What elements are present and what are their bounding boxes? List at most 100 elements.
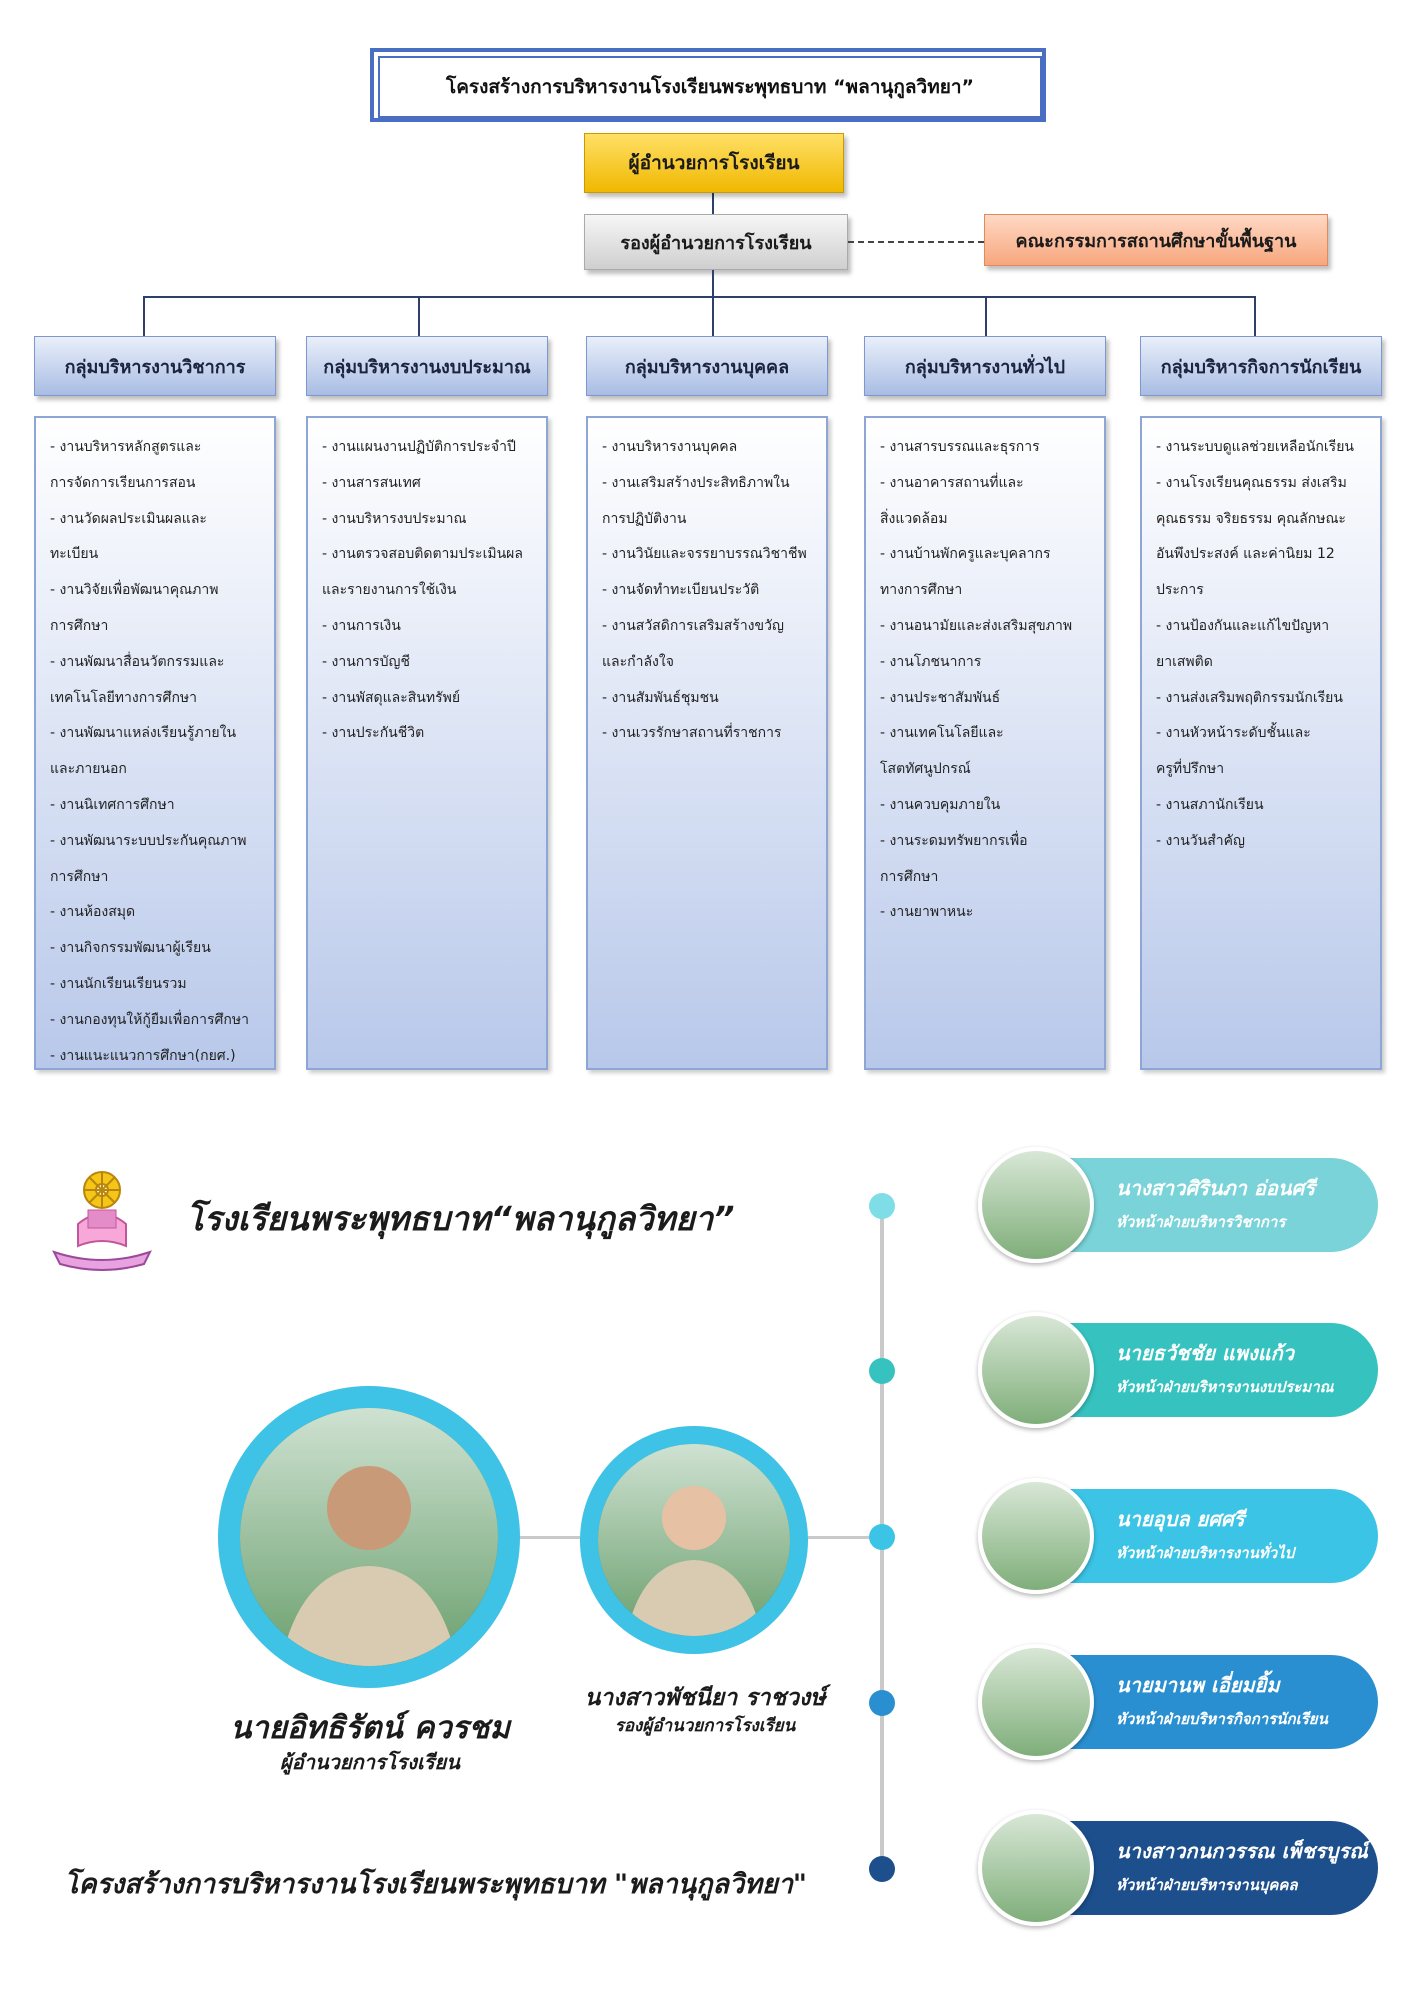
list-item: อันพึงประสงค์ และค่านิยม 12 xyxy=(1156,546,1335,563)
deputy-name: นางสาวพัชนียา ราชวงษ์ xyxy=(584,1685,826,1711)
list-item: - งานควบคุมภายใน xyxy=(880,796,1001,813)
list-item: - งานระดมทรัพยากรเพื่อ xyxy=(880,832,1028,849)
group-list-general: - งานสารบรรณและธุรการ - งานอาคารสถานที่แ… xyxy=(864,416,1106,1070)
committee-box: คณะกรรมการสถานศึกษาขั้นพื้นฐาน xyxy=(984,214,1328,266)
dharma-wheel-icon xyxy=(52,1171,152,1271)
list-item: ครูที่ปรึกษา xyxy=(1156,761,1225,778)
head-card-budget: นายธวัชชัย แพงแก้ว หัวหน้าฝ่ายบริหารงานง… xyxy=(1036,1323,1378,1417)
list-item: ทะเบียน xyxy=(50,546,99,563)
connector-group-3 xyxy=(712,296,714,336)
list-item: - งานวันสำคัญ xyxy=(1156,832,1245,849)
director-role: ผู้อำนวยการโรงเรียน xyxy=(280,1750,460,1774)
connector-group-2 xyxy=(418,296,420,336)
list-item: - งานประชาสัมพันธ์ xyxy=(880,689,1001,706)
school-logo xyxy=(48,1164,156,1272)
list-item: - งานแนะแนวการศึกษา(กยศ.) xyxy=(50,1047,236,1064)
list-item: - งานเทคโนโลยีและ xyxy=(880,725,1004,742)
list-item: - งานโรงเรียนคุณธรรม ส่งเสริม xyxy=(1156,474,1347,491)
list-item: และกำลังใจ xyxy=(602,653,674,670)
group-header-student-affairs: กลุ่มบริหารกิจการนักเรียน xyxy=(1140,336,1382,396)
connector-group-5 xyxy=(1254,296,1256,336)
head-name: นายมานพ เอี่ยมยิ้ม xyxy=(1116,1673,1280,1697)
list-item: - งานบ้านพักครูและบุคลากร xyxy=(880,546,1051,563)
list-item: - งานระบบดูแลช่วยเหลือนักเรียน xyxy=(1156,439,1354,455)
list-item: - งานหัวหน้าระดับชั้นและ xyxy=(1156,725,1311,742)
director-box: ผู้อำนวยการโรงเรียน xyxy=(584,133,844,193)
list-item: - งานสภานักเรียน xyxy=(1156,796,1264,813)
list-item: - งานนิเทศการศึกษา xyxy=(50,796,175,813)
timeline-dot-3 xyxy=(869,1524,895,1550)
list-item: - งานเสริมสร้างประสิทธิภาพใน xyxy=(602,474,790,491)
head-role: หัวหน้าฝ่ายบริหารงานบุคคล xyxy=(1116,1876,1298,1894)
list-item: - งานสัมพันธ์ชุมชน xyxy=(602,689,719,706)
footer-title: โครงสร้างการบริหารงานโรงเรียนพระพุทธบาท … xyxy=(64,1869,807,1900)
connector-deputy-timeline xyxy=(806,1536,882,1539)
group-list-budget: - งานแผนงานปฏิบัติการประจำปี - งานสารสนเ… xyxy=(306,416,548,1070)
list-item: - งานแผนงานปฏิบัติการประจำปี xyxy=(322,439,516,455)
group-header-personnel: กลุ่มบริหารงานบุคคล xyxy=(586,336,828,396)
head-role: หัวหน้าฝ่ายบริหารงานงบประมาณ xyxy=(1116,1378,1334,1396)
list-item: - งานบริหารงานบุคคล xyxy=(602,439,738,455)
list-item: - งานตรวจสอบติดตามประเมินผล xyxy=(322,546,523,563)
list-item: - งานการเงิน xyxy=(322,617,401,634)
group-header-academic: กลุ่มบริหารงานวิชาการ xyxy=(34,336,276,396)
connector-horizontal-bus xyxy=(143,296,1255,298)
school-name: โรงเรียนพระพุทธบาท“พลานุกูลวิทยา” xyxy=(186,1199,735,1238)
deputy-photo-frame xyxy=(580,1426,808,1654)
list-item: ประการ xyxy=(1156,582,1204,599)
list-item: - งานบริหารหลักสูตรและ xyxy=(50,439,202,455)
list-item: การศึกษา xyxy=(880,868,939,885)
list-item: - งานจัดทำทะเบียนประวัติ xyxy=(602,582,760,599)
list-item: และรายงานการใช้เงิน xyxy=(322,582,457,599)
head-photo-general xyxy=(978,1478,1094,1594)
director-photo-frame xyxy=(218,1386,520,1688)
list-item: - งานยาพาหนะ xyxy=(880,904,974,921)
timeline-dot-2 xyxy=(869,1358,895,1384)
list-item: - งานวินัยและจรรยาบรรณวิชาชีพ xyxy=(602,546,807,563)
list-item: - งานสารบรรณและธุรการ xyxy=(880,439,1040,455)
group-header-general: กลุ่มบริหารงานทั่วไป xyxy=(864,336,1106,396)
list-item: - งานสารสนเทศ xyxy=(322,474,421,491)
group-list-personnel: - งานบริหารงานบุคคล - งานเสริมสร้างประสิ… xyxy=(586,416,828,1070)
list-item: - งานประกันชีวิต xyxy=(322,725,425,742)
deputy-box: รองผู้อำนวยการโรงเรียน xyxy=(584,214,848,270)
list-item: - งานอนามัยและส่งเสริมสุขภาพ xyxy=(880,617,1073,634)
list-item: และภายนอก xyxy=(50,761,127,778)
list-item: - งานเวรรักษาสถานที่ราชการ xyxy=(602,725,782,742)
list-item: คุณธรรม จริยธรรม คุณลักษณะ xyxy=(1156,510,1346,527)
list-item: - งานกองทุนให้กู้ยืมเพื่อการศึกษา xyxy=(50,1011,249,1028)
connector-director-deputy xyxy=(712,193,714,214)
list-item: - งานพัสดุและสินทรัพย์ xyxy=(322,689,461,706)
group-header-budget: กลุ่มบริหารงานงบประมาณ xyxy=(306,336,548,396)
list-item: - งานป้องกันและแก้ไขปัญหา xyxy=(1156,617,1330,634)
list-item: - งานวิจัยเพื่อพัฒนาคุณภาพ xyxy=(50,582,219,599)
head-photo-student-affairs xyxy=(978,1644,1094,1760)
list-item: เทคโนโลยีทางการศึกษา xyxy=(50,689,198,706)
head-name: นางสาวศิรินภา อ่อนศรี xyxy=(1116,1176,1315,1200)
list-item: โสตทัศนูปกรณ์ xyxy=(880,761,971,778)
list-item: การจัดการเรียนการสอน xyxy=(50,474,196,491)
list-item: สิ่งแวดล้อม xyxy=(880,510,948,527)
person-icon xyxy=(280,1466,458,1666)
list-item: - งานพัฒนาแหล่งเรียนรู้ภายใน xyxy=(50,725,237,742)
head-role: หัวหน้าฝ่ายบริหารวิชาการ xyxy=(1116,1213,1286,1231)
list-item: การศึกษา xyxy=(50,868,109,885)
head-role: หัวหน้าฝ่ายบริหารกิจการนักเรียน xyxy=(1116,1710,1328,1728)
list-item: ทางการศึกษา xyxy=(880,582,963,599)
connector-deputy-trunk xyxy=(712,270,714,296)
timeline-dot-1 xyxy=(869,1193,895,1219)
list-item: - งานอาคารสถานที่และ xyxy=(880,474,1024,491)
group-list-academic: - งานบริหารหลักสูตรและ การจัดการเรียนการ… xyxy=(34,416,276,1070)
head-photo-academic xyxy=(978,1147,1094,1263)
connector-director-deputy-photo xyxy=(500,1536,582,1539)
head-photo-personnel xyxy=(978,1810,1094,1926)
list-item: - งานกิจกรรมพัฒนาผู้เรียน xyxy=(50,940,211,957)
director-photo xyxy=(240,1408,498,1666)
connector-group-1 xyxy=(143,296,145,336)
list-item: การศึกษา xyxy=(50,617,109,634)
chart-title-box: โครงสร้างการบริหารงานโรงเรียนพระพุทธบาท … xyxy=(370,48,1046,122)
connector-group-4 xyxy=(985,296,987,336)
list-item: - งานการบัญชี xyxy=(322,653,410,670)
list-item: - งานสวัสดิการเสริมสร้างขวัญ xyxy=(602,617,784,634)
connector-deputy-committee xyxy=(848,241,984,243)
